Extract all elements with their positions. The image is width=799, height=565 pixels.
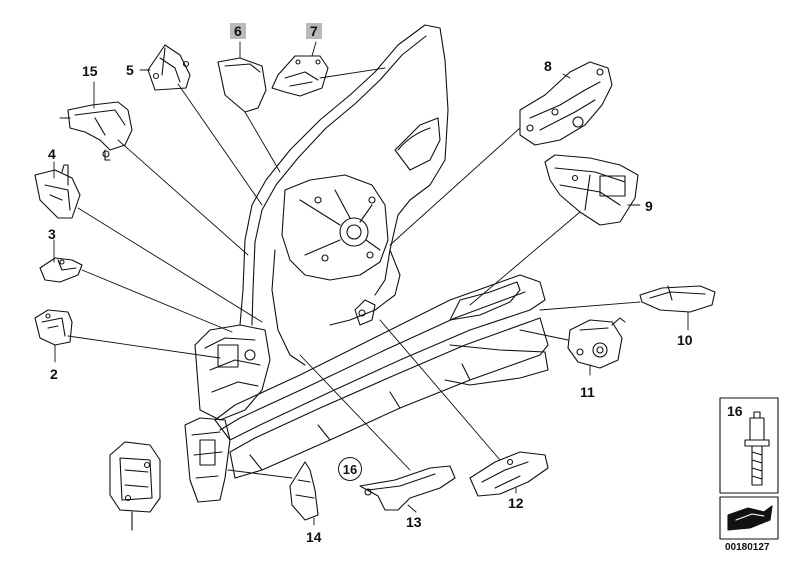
callout-16-circled: 16 bbox=[338, 457, 362, 481]
part-9-bracket bbox=[544, 154, 639, 226]
inset-label-16: 16 bbox=[727, 403, 743, 419]
callout-12: 12 bbox=[508, 495, 524, 511]
callout-6: 6 bbox=[230, 23, 246, 39]
part-15-bracket bbox=[59, 101, 133, 161]
callout-10: 10 bbox=[677, 332, 693, 348]
inset-box-bolt bbox=[719, 397, 779, 494]
part-11-bracket bbox=[567, 317, 626, 369]
inset-box-arrow bbox=[719, 496, 779, 540]
part-13-bracket bbox=[359, 465, 456, 511]
lower-closing-panel bbox=[109, 441, 161, 531]
part-14-bracket bbox=[289, 461, 319, 521]
part-3-bracket bbox=[39, 257, 83, 283]
part-2-bracket bbox=[34, 309, 73, 346]
callout-9: 9 bbox=[645, 198, 653, 214]
callout-7: 7 bbox=[306, 23, 322, 39]
callout-11: 11 bbox=[580, 384, 595, 400]
part-4-bracket bbox=[34, 164, 81, 219]
part-6-panel bbox=[217, 57, 267, 113]
callout-3: 3 bbox=[48, 226, 56, 242]
callout-13: 13 bbox=[406, 514, 422, 530]
callout-15: 15 bbox=[82, 63, 98, 79]
part-7-bracket bbox=[271, 55, 329, 97]
callout-14: 14 bbox=[306, 529, 322, 545]
callout-2: 2 bbox=[50, 366, 58, 382]
main-frame-assembly bbox=[184, 24, 549, 503]
reference-number: 00180127 bbox=[725, 542, 770, 553]
part-8-bracket bbox=[519, 61, 613, 146]
part-5-bracket bbox=[147, 44, 191, 91]
part-12-bracket bbox=[469, 451, 549, 497]
callout-5: 5 bbox=[126, 62, 134, 78]
leader-lines bbox=[53, 41, 689, 526]
part-10-bracket bbox=[639, 285, 716, 313]
callout-8: 8 bbox=[544, 58, 552, 74]
callout-4: 4 bbox=[48, 146, 56, 162]
